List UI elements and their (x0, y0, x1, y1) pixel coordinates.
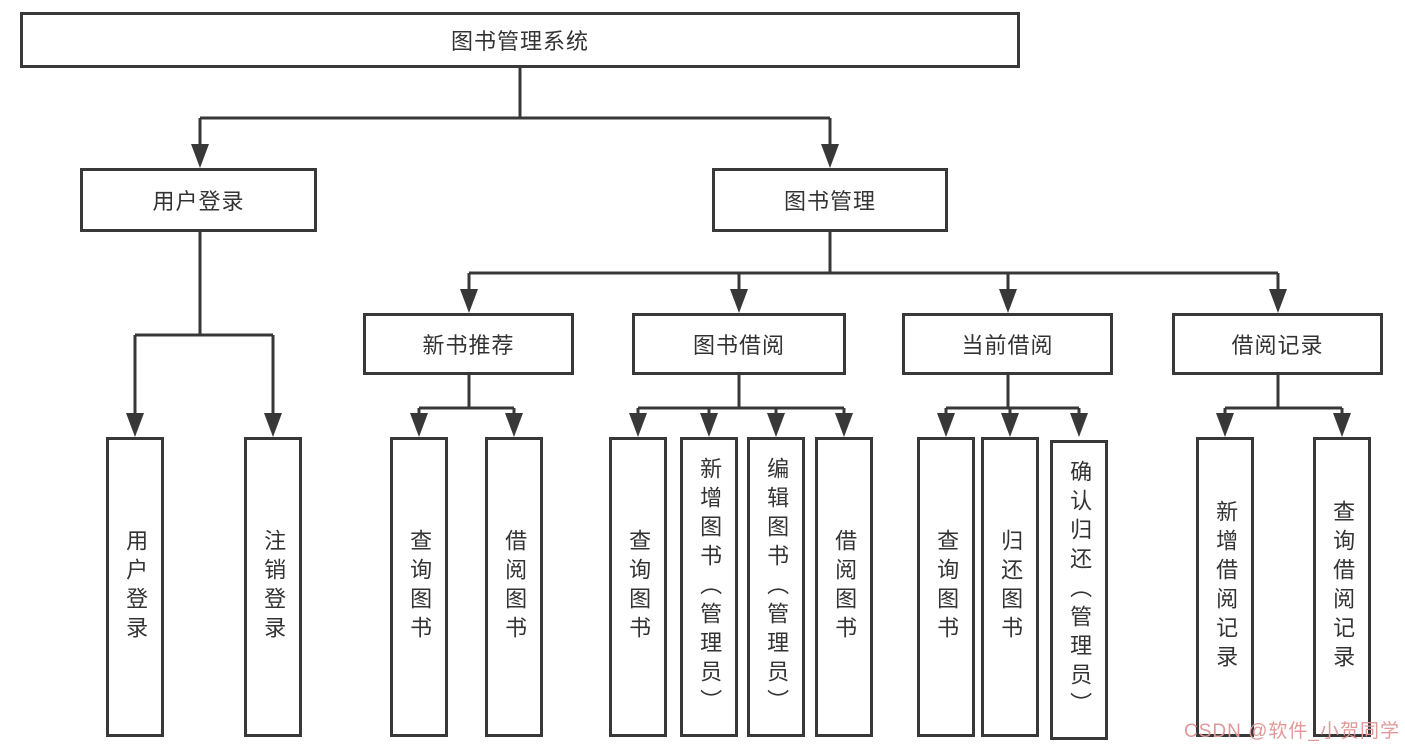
leaf-user-login: 用户登录 (106, 437, 164, 737)
leaf-rec-borrow-book-label: 借阅图书 (502, 529, 528, 645)
leaf-logout-label: 注销登录 (261, 529, 287, 645)
leaf-bb-borrow-book-label: 借阅图书 (832, 529, 858, 645)
node-borrow-record-label: 借阅记录 (1231, 333, 1324, 358)
node-new-book-recommend: 新书推荐 (363, 313, 574, 375)
leaf-cb-confirm-return-label: 确认归还（管理员） (1067, 459, 1093, 721)
leaf-br-query-record-label: 查询借阅记录 (1330, 500, 1356, 674)
node-root-label: 图书管理系统 (450, 29, 589, 54)
leaf-bb-edit-book: 编辑图书（管理员） (747, 437, 805, 737)
leaf-br-add-record: 新增借阅记录 (1196, 437, 1254, 737)
leaf-bb-query-book-label: 查询图书 (626, 529, 652, 645)
leaf-cb-confirm-return: 确认归还（管理员） (1050, 440, 1108, 740)
leaf-rec-query-book-label: 查询图书 (407, 529, 433, 645)
watermark-text: CSDN @软件_小贺同学 (1184, 721, 1400, 742)
leaf-bb-add-book: 新增图书（管理员） (680, 437, 738, 737)
node-user-login-label: 用户登录 (152, 189, 245, 214)
leaf-br-query-record: 查询借阅记录 (1313, 437, 1371, 737)
leaf-cb-query-book-label: 查询图书 (934, 529, 960, 645)
leaf-user-login-label: 用户登录 (123, 529, 149, 645)
node-borrow-record: 借阅记录 (1172, 313, 1383, 375)
leaf-bb-edit-book-label: 编辑图书（管理员） (764, 456, 790, 718)
node-book-management-label: 图书管理 (783, 189, 876, 214)
node-current-borrow: 当前借阅 (902, 313, 1113, 375)
leaf-bb-borrow-book: 借阅图书 (815, 437, 873, 737)
node-current-borrow-label: 当前借阅 (961, 333, 1054, 358)
node-root: 图书管理系统 (20, 12, 1020, 68)
leaf-cb-query-book: 查询图书 (917, 437, 975, 737)
connector-strokes (133, 68, 1344, 416)
leaf-logout: 注销登录 (244, 437, 302, 737)
leaf-cb-return-book: 归还图书 (981, 437, 1039, 737)
leaf-rec-query-book: 查询图书 (390, 437, 448, 737)
node-book-borrow-label: 图书借阅 (692, 333, 785, 358)
leaf-br-add-record-label: 新增借阅记录 (1213, 500, 1239, 674)
arrow-heads (126, 144, 1351, 437)
leaf-bb-query-book: 查询图书 (609, 437, 667, 737)
leaf-cb-return-book-label: 归还图书 (998, 529, 1024, 645)
node-new-book-recommend-label: 新书推荐 (422, 333, 515, 358)
node-user-login: 用户登录 (80, 168, 317, 232)
leaf-rec-borrow-book: 借阅图书 (485, 437, 543, 737)
node-book-borrow: 图书借阅 (632, 313, 846, 375)
leaf-bb-add-book-label: 新增图书（管理员） (697, 456, 723, 718)
node-book-management: 图书管理 (712, 168, 948, 232)
